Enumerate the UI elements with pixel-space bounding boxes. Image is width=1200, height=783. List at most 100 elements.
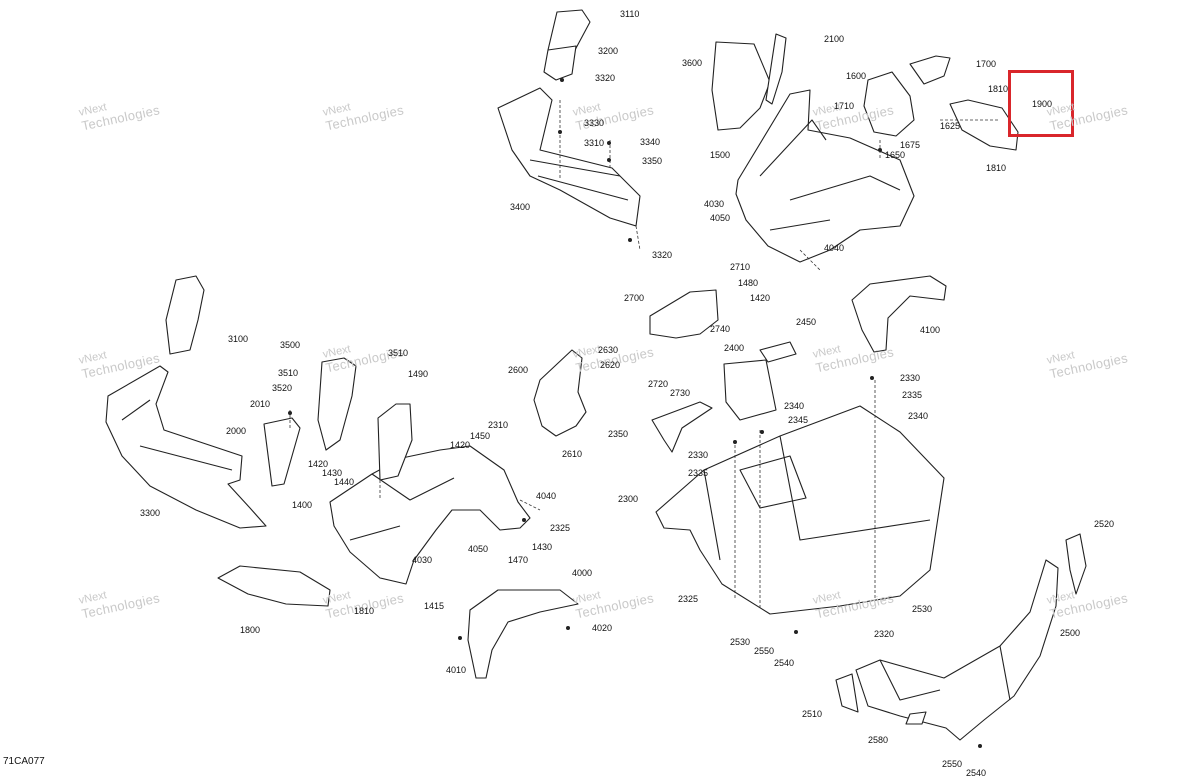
callout-label: 2400 (724, 343, 745, 353)
callout-label: 2600 (508, 365, 529, 375)
part-2580 (905, 711, 927, 725)
callout-label: 2730 (670, 388, 691, 398)
callout-label: 3520 (272, 383, 293, 393)
callout-label: 4000 (572, 568, 593, 578)
callout-label: 1430 (322, 468, 343, 478)
callout-label: 4020 (592, 623, 613, 633)
callout-label: 2530 (912, 604, 933, 614)
part-2700 (649, 289, 719, 339)
callout-label: 3500 (280, 340, 301, 350)
highlight-box (1008, 70, 1074, 137)
part-2400 (723, 359, 777, 421)
callout-label: 3110 (620, 9, 640, 19)
callout-label: 4100 (920, 325, 941, 335)
callout-label: 3310 (584, 138, 605, 148)
callout-label: 3330 (584, 118, 605, 128)
callout-label: 1420 (750, 293, 771, 303)
callout-label: 1430 (532, 542, 553, 552)
callout-label: 4030 (704, 199, 725, 209)
callout-label: 1500 (710, 150, 731, 160)
part-2350 (651, 401, 713, 453)
callout-label: 2450 (796, 317, 817, 327)
callout-label: 1625 (940, 121, 961, 131)
part-1500 (735, 89, 915, 263)
part-2450 (759, 341, 797, 363)
callout-label: 2540 (966, 768, 987, 778)
callout-label: 2340 (784, 401, 805, 411)
callout-label: 3400 (510, 202, 531, 212)
callout-label: 2350 (608, 429, 629, 439)
callout-label: 2630 (598, 345, 619, 355)
part-2510 (835, 673, 859, 713)
callout-label: 3320 (595, 73, 616, 83)
callout-label: 1400 (292, 500, 313, 510)
callout-label: 2100 (824, 34, 845, 44)
part-2000 (263, 417, 301, 487)
callout-label: 1600 (846, 71, 867, 81)
callout-label: 2700 (624, 293, 645, 303)
callout-label: 2010 (250, 399, 271, 409)
part-2600 (533, 349, 587, 437)
callout-label: 3350 (642, 156, 663, 166)
callout-label: 1810 (986, 163, 1007, 173)
part-1800 (217, 565, 331, 607)
callout-label: 1420 (308, 459, 329, 469)
callout-label: 4050 (468, 544, 489, 554)
callout-label: 3510 (388, 348, 409, 358)
callout-label: 1470 (508, 555, 529, 565)
callout-label: 2550 (754, 646, 775, 656)
callout-label: 3100 (228, 334, 249, 344)
callout-label: 2330 (688, 450, 709, 460)
part-3300 (105, 365, 267, 529)
callout-label: 2340 (908, 411, 929, 421)
callout-label: 1450 (470, 431, 491, 441)
callout-label: 2325 (550, 523, 571, 533)
callout-label: 3200 (598, 46, 619, 56)
part-1700 (909, 55, 951, 85)
callout-label: 1810 (988, 84, 1009, 94)
callout-label: 2300 (618, 494, 639, 504)
part-3200 (543, 45, 577, 81)
callout-label: 2335 (902, 390, 923, 400)
callout-label: 2550 (942, 759, 963, 769)
callout-label: 1415 (424, 601, 445, 611)
callout-label: 1440 (334, 477, 355, 487)
callout-label: 3510 (278, 368, 299, 378)
callout-label: 3300 (140, 508, 161, 518)
callout-label: 3320 (652, 250, 673, 260)
part-2520 (1065, 533, 1087, 595)
callout-label: 1480 (738, 278, 759, 288)
callout-label: 2740 (710, 324, 731, 334)
callout-label: 4050 (710, 213, 731, 223)
callout-label: 2330 (900, 373, 921, 383)
callout-label: 1490 (408, 369, 429, 379)
part-1900 (949, 99, 1019, 151)
callout-label: 2320 (874, 629, 895, 639)
callout-label: 2710 (730, 262, 751, 272)
callout-label: 2510 (802, 709, 823, 719)
part-3100 (165, 275, 205, 355)
callout-label: 2000 (226, 426, 247, 436)
part-2100 (765, 33, 787, 105)
callout-label: 4040 (536, 491, 557, 501)
callout-label: 1900 (1032, 99, 1053, 109)
part-4000 (467, 589, 579, 679)
callout-label: 2530 (730, 637, 751, 647)
callout-label: 2310 (488, 420, 509, 430)
callout-label: 2720 (648, 379, 669, 389)
callout-label: 2580 (868, 735, 889, 745)
part-3500 (317, 357, 357, 451)
callout-label: 2520 (1094, 519, 1115, 529)
callout-label: 4010 (446, 665, 467, 675)
callout-label: 4040 (824, 243, 845, 253)
callout-label: 2325 (678, 594, 699, 604)
callout-label: 2540 (774, 658, 795, 668)
callout-label: 4030 (412, 555, 433, 565)
callout-label: 1420 (450, 440, 471, 450)
part-4100 (851, 275, 947, 353)
callout-label: 1810 (354, 606, 375, 616)
callout-label: 3600 (682, 58, 703, 68)
callout-label: 1710 (834, 101, 855, 111)
callout-label: 1650 (885, 150, 906, 160)
